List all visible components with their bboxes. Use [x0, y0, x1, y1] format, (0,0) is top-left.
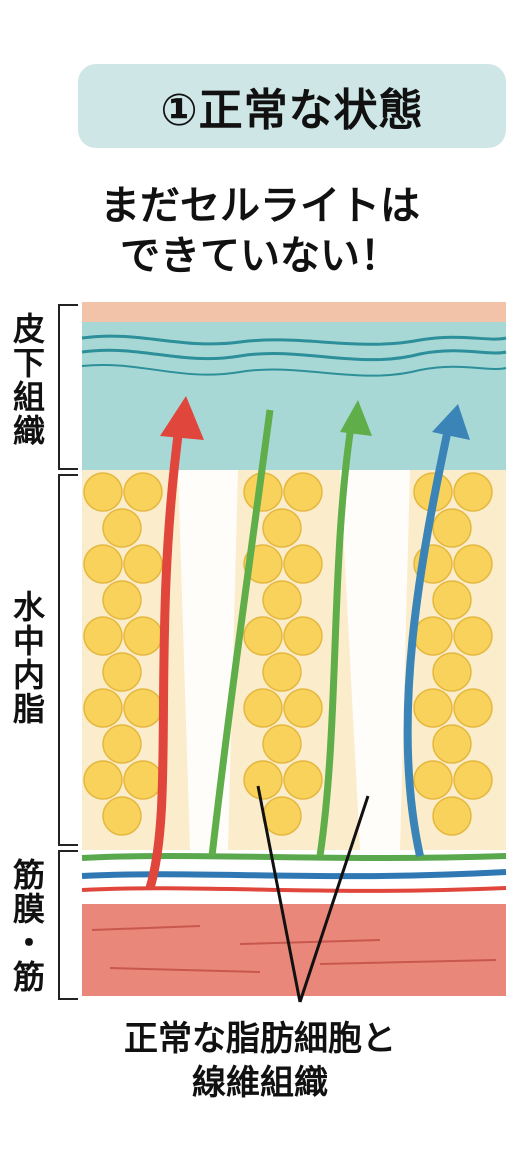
fat-cell [123, 616, 163, 656]
fat-cell [283, 688, 323, 728]
fat-cell [432, 580, 472, 620]
arrow-red-head [160, 396, 204, 440]
fat-cell [453, 688, 493, 728]
fat-cell [432, 796, 472, 836]
dermis-wave-1 [81, 334, 507, 346]
fascia-red [81, 886, 507, 893]
subtitle-line-2: できていない！ [120, 233, 400, 279]
fat-cell [453, 616, 493, 656]
fat-cell [83, 472, 123, 512]
fat-cell [83, 616, 123, 656]
fat-cell [102, 796, 142, 836]
bracket-fascia [58, 850, 78, 1000]
arrow-blue [403, 419, 454, 857]
fat-cell [413, 760, 453, 800]
fat-cell [453, 544, 493, 584]
fat-cell [243, 616, 283, 656]
fat-cell [453, 472, 493, 512]
page-title: ①正常な状態 [160, 85, 424, 136]
label-skin: 皮下組織 [8, 312, 46, 448]
dermis-wave-3 [81, 364, 507, 377]
dermis-layer [82, 322, 506, 472]
fat-cell [123, 760, 163, 800]
arrow-blue-head [432, 404, 470, 440]
label-fascia: 筋膜・筋 [8, 858, 46, 994]
fat-cell [83, 544, 123, 584]
muscle-layer [82, 904, 506, 996]
fat-cell [432, 508, 472, 548]
fat-cell [102, 508, 142, 548]
dermis-wave-2 [81, 348, 507, 362]
fat-cell [283, 544, 323, 584]
fat-cell [283, 760, 323, 800]
fat-cell [123, 688, 163, 728]
fat-cell [262, 508, 302, 548]
fascia-blue [81, 869, 507, 880]
fat-cells [83, 472, 493, 836]
arrow-green-1 [208, 409, 274, 857]
caption-line-2: 線維組織 [192, 1063, 328, 1103]
pointer-line-right [298, 795, 370, 1003]
arrow-green-head [340, 400, 372, 436]
skin-surface [82, 302, 506, 324]
fat-cell [413, 616, 453, 656]
pointer-line-left [256, 785, 302, 1003]
fat-cell [262, 796, 302, 836]
fat-cell [243, 688, 283, 728]
fat-cell [243, 760, 283, 800]
subtitle-line-1: まだセルライトは [100, 183, 420, 229]
fat-cell [283, 616, 323, 656]
fat-cell [283, 472, 323, 512]
fascia-green [81, 853, 507, 861]
bracket-fat [58, 474, 78, 846]
arrow-red [145, 419, 185, 890]
bracket-skin [58, 304, 78, 470]
fat-cell [262, 724, 302, 764]
fat-cell [123, 544, 163, 584]
fat-cell [413, 688, 453, 728]
arrow-green-2 [316, 419, 356, 857]
fat-cell [83, 688, 123, 728]
septum-right [340, 470, 410, 850]
fat-cell [102, 580, 142, 620]
fat-cell [102, 724, 142, 764]
fat-cell [432, 724, 472, 764]
fat-cell [83, 760, 123, 800]
title-banner: ①正常な状態 [78, 64, 506, 148]
fat-cell [453, 760, 493, 800]
fat-cell [102, 652, 142, 692]
fat-cell [262, 652, 302, 692]
muscle-fiber-1 [91, 925, 497, 973]
label-fat: 水中内脂 [8, 590, 46, 726]
caption-line-1: 正常な脂肪細胞と [124, 1019, 396, 1059]
fat-cell [123, 472, 163, 512]
fat-cell [432, 652, 472, 692]
fat-cell [262, 580, 302, 620]
